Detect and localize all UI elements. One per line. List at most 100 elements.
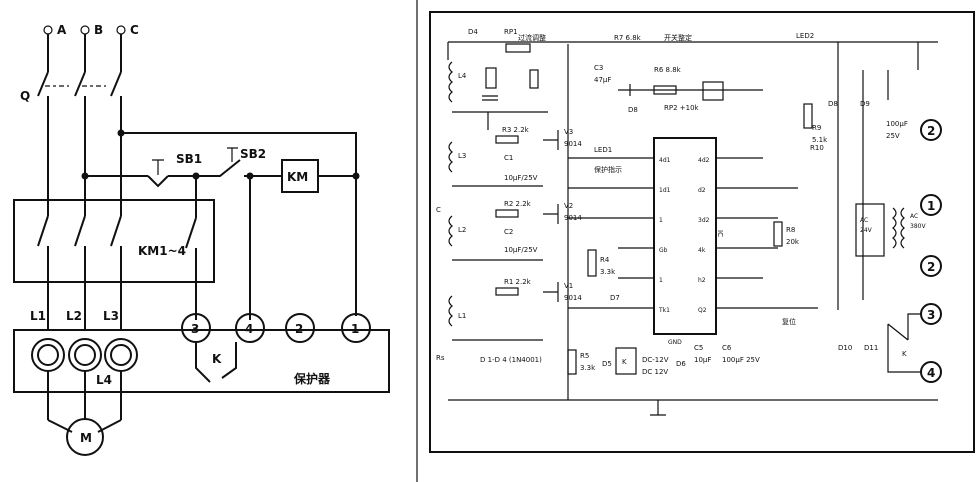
ic-pin-l2: 1d1 bbox=[659, 187, 671, 194]
sb1-switch: SB1 bbox=[147, 152, 202, 188]
coil-l1: L1 R1 2.2k V1 9014 bbox=[448, 278, 582, 341]
coil-l2: L2 R2 2.2k C2 10μF/25V V2 9014 bbox=[448, 200, 582, 261]
r1-label: R1 2.2k bbox=[504, 278, 532, 286]
dc-value: DC 12V bbox=[642, 368, 668, 376]
d9-label: D9 bbox=[860, 100, 870, 108]
circuit-frame bbox=[429, 11, 975, 453]
contactor-box: KM1~4 bbox=[13, 199, 215, 330]
r5-value: 3.3k bbox=[580, 364, 596, 372]
rt-4: 4 bbox=[927, 366, 935, 380]
v3-type: 9014 bbox=[564, 140, 582, 148]
phase-a-label: A bbox=[57, 23, 67, 37]
ic-pin-l4: Gb bbox=[659, 247, 668, 254]
c6-value: 100μF 25V bbox=[722, 356, 760, 364]
ct-l1-label: L1 bbox=[30, 309, 46, 323]
v2-label: V2 bbox=[564, 202, 573, 210]
c2-value: 10μF/25V bbox=[504, 246, 538, 254]
ic-pin-r1: 4d2 bbox=[698, 157, 710, 164]
ic-pin-r2: d2 bbox=[698, 187, 706, 194]
ac-voltage: 24V bbox=[860, 227, 873, 234]
led2-label: LED2 bbox=[796, 32, 814, 40]
ic-pin-r3: 3d2 bbox=[698, 217, 710, 224]
top-right-network: C3 47μF R6 8.8k RP2 +10k D8 bbox=[594, 64, 763, 114]
ic-chip: IC 4d1 1d1 1 Gb 1 Tk1 4d2 d2 3d2 4k h2 Q… bbox=[568, 137, 818, 346]
k-coil-label: K bbox=[622, 358, 627, 366]
terminal-4: 4 bbox=[245, 322, 253, 336]
v1-type: 9014 bbox=[564, 294, 582, 302]
r6-label: R6 8.8k bbox=[654, 66, 682, 74]
ic-pin-l5: 1 bbox=[659, 277, 663, 284]
ac-b-label: AC bbox=[910, 213, 918, 220]
protector-box: L1 L2 L3 L4 保护器 bbox=[13, 309, 390, 420]
diode-series-label: D 1-D 4 (1N4001) bbox=[480, 356, 542, 364]
led1-caption: 保护指示 bbox=[594, 165, 622, 174]
motor: M bbox=[47, 418, 122, 456]
mid-components: LED1 保护指示 R4 3.3k R5 3.3k D5 K DC-12V DC… bbox=[567, 103, 878, 376]
switch-setting-label: 开关整定 bbox=[664, 33, 692, 42]
ct-l3-label: L3 bbox=[103, 309, 119, 323]
r8-value: 20k bbox=[786, 238, 800, 246]
ic-pin-r4: 4k bbox=[698, 247, 706, 254]
c1-label: C1 bbox=[504, 154, 513, 162]
coil-l4: L4 bbox=[448, 61, 548, 130]
c3-value: 47μF bbox=[594, 76, 611, 84]
protector-circuit-panel: D4 RP1 过流调整 R7 6.8k 开关整定 LED2 L4 L3 R3 2… bbox=[418, 0, 979, 482]
d6-label: D6 bbox=[676, 360, 686, 368]
ac-b-voltage: 380V bbox=[910, 223, 926, 230]
c2-label: C2 bbox=[504, 228, 513, 236]
dc-label: DC-12V bbox=[642, 356, 669, 364]
c5-value: 10μF bbox=[694, 356, 711, 364]
r9-label: R9 bbox=[812, 124, 821, 132]
d7-label: D7 bbox=[610, 294, 620, 302]
r2-label: R2 2.2k bbox=[504, 200, 532, 208]
v1-label: V1 bbox=[564, 282, 573, 290]
sb1-label: SB1 bbox=[176, 152, 202, 166]
ct-l2-label: L2 bbox=[66, 309, 82, 323]
terminal-3: 3 bbox=[191, 322, 199, 336]
breaker-label: Q bbox=[20, 89, 30, 103]
km-coil: KM bbox=[281, 159, 319, 193]
phase-c-label: C bbox=[130, 23, 139, 37]
terminal-2: 2 bbox=[295, 322, 303, 336]
ic-pin-l6: Tk1 bbox=[658, 307, 670, 314]
d4-label: D4 bbox=[468, 28, 478, 36]
terminal-1: 1 bbox=[351, 322, 359, 336]
r5-label: R5 bbox=[580, 352, 589, 360]
r3-label: R3 2.2k bbox=[502, 126, 530, 134]
ic-gnd: GND bbox=[668, 339, 682, 346]
overcurrent-adjust-label: 过流调整 bbox=[518, 33, 546, 42]
motor-label: M bbox=[80, 431, 92, 445]
sb2-label: SB2 bbox=[240, 147, 266, 161]
l4-label: L4 bbox=[458, 72, 467, 80]
r10-label: R10 bbox=[810, 144, 824, 152]
ic-pin-r6: Q2 bbox=[698, 307, 707, 314]
aux-contacts-label: KM1~4 bbox=[138, 244, 186, 258]
protector-label: 保护器 bbox=[293, 371, 331, 386]
contactor-label: KM bbox=[287, 170, 308, 184]
d11-label: D11 bbox=[864, 344, 878, 352]
ac-transformer: AC 24V AC 380V bbox=[855, 203, 926, 257]
relay-k-label: K bbox=[212, 352, 222, 366]
l2-label: L2 bbox=[458, 226, 466, 234]
c3-label: C3 bbox=[594, 64, 603, 72]
d8-label: D8 bbox=[628, 106, 638, 114]
top-right-diodes: D8 D9 100μF 25V R10 bbox=[810, 42, 908, 310]
rp1-label: RP1 bbox=[504, 28, 518, 36]
c6-label: C6 bbox=[722, 344, 732, 352]
d10-label: D10 bbox=[838, 344, 852, 352]
rt-2-top: 2 bbox=[927, 124, 935, 138]
protector-terminals: 3 4 2 1 bbox=[181, 313, 371, 343]
ic-pin-l1: 4d1 bbox=[659, 157, 671, 164]
d8b-label: D8 bbox=[828, 100, 838, 108]
breaker-q: Q bbox=[20, 71, 122, 200]
sb2-switch: SB2 bbox=[196, 147, 282, 177]
c7-voltage: 25V bbox=[886, 132, 900, 140]
r9-value: 5.1k bbox=[812, 136, 828, 144]
l3-label: L3 bbox=[458, 152, 466, 160]
rs-label: Rs bbox=[436, 354, 445, 362]
ground-symbol bbox=[650, 400, 666, 416]
r8-label: R8 bbox=[786, 226, 795, 234]
phase-terminals: A B C bbox=[43, 23, 139, 37]
rt-1: 1 bbox=[927, 199, 935, 213]
ic-ref: IC bbox=[716, 230, 724, 237]
